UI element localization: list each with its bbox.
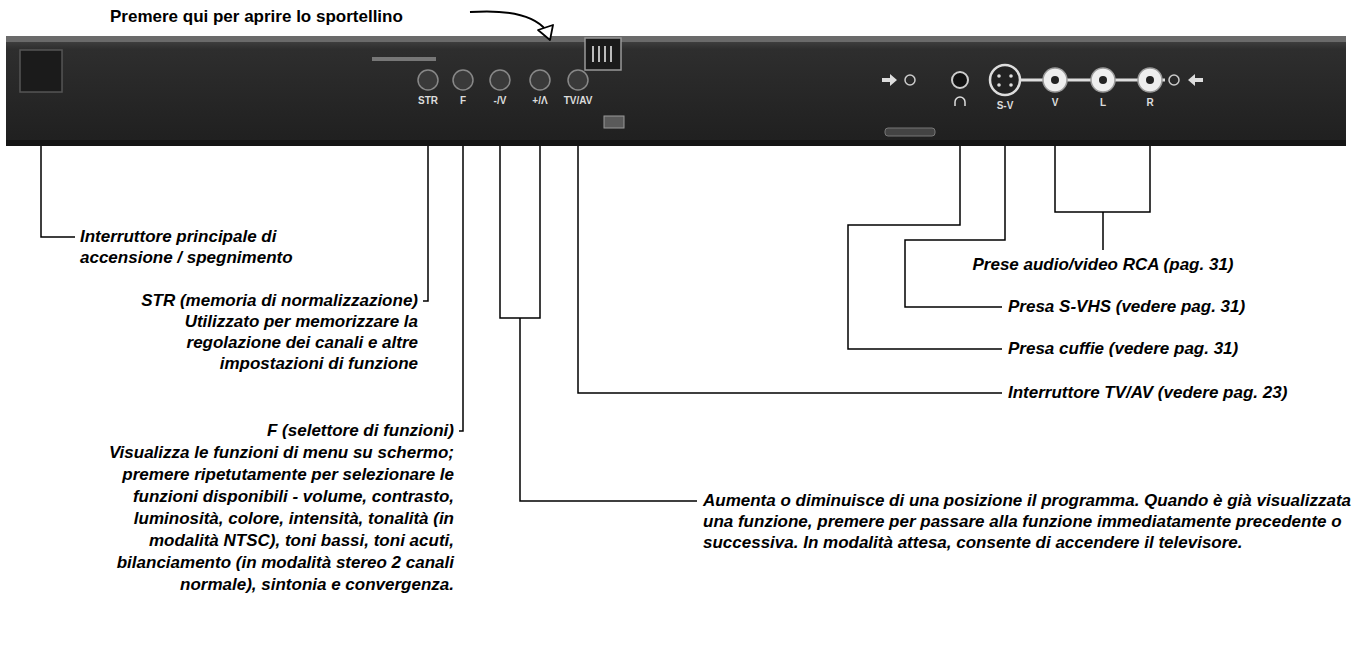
leader-line — [905, 146, 1005, 307]
panel-screw — [1169, 75, 1179, 85]
latch-grip — [593, 46, 611, 62]
power-switch — [20, 50, 62, 92]
leader-line — [459, 146, 463, 431]
panel-screw — [905, 75, 915, 85]
pointer-arrow — [470, 11, 546, 30]
output-arrow-icon — [1188, 74, 1203, 86]
jack-label: S-V — [997, 99, 1014, 112]
jack-label: L — [1100, 96, 1106, 109]
panel-top-edge — [6, 36, 1346, 42]
callout-text: Utilizzato per memorizzare la regolazion… — [123, 311, 418, 374]
button-label: -/V — [494, 94, 507, 107]
callout-text: Prese audio/video RCA (pag. 31) — [972, 254, 1233, 275]
button-label: +/Λ — [532, 94, 547, 107]
callout-heading: STR (memoria di normalizzazione) — [141, 290, 418, 311]
headphone-symbol — [955, 97, 965, 106]
button-label: STR — [418, 94, 438, 107]
panel-bottom-edge — [6, 140, 1346, 146]
button — [530, 70, 550, 90]
panel-slot — [885, 128, 935, 136]
callout-text: Interruttore TV/AV (vedere pag. 23) — [1008, 382, 1287, 403]
door-latch — [585, 38, 621, 70]
svideo-jack — [990, 65, 1020, 95]
leader-bracket — [500, 146, 697, 501]
button — [418, 70, 438, 90]
callout-text: Visualizza le funzioni di menu su scherm… — [69, 442, 454, 596]
jack-label: V — [1052, 96, 1059, 109]
button-label: TV/AV — [564, 94, 593, 107]
leader-bracket — [1055, 146, 1150, 250]
panel-catch — [604, 116, 624, 128]
instruction-callout: Premere qui per aprire lo sportellino — [110, 6, 403, 27]
callout-text: Presa S-VHS (vedere pag. 31) — [1008, 296, 1245, 317]
jack-label: R — [1146, 96, 1153, 109]
leader-line — [578, 146, 1002, 393]
button — [568, 70, 588, 90]
input-arrow-icon — [882, 74, 897, 86]
front-panel — [6, 36, 1346, 146]
leader-line — [423, 146, 428, 301]
callout-text: Aumenta o diminuisce di una posizione il… — [703, 490, 1353, 553]
headphone-jack — [952, 72, 968, 88]
callout-heading: F (selettore di funzioni) — [267, 420, 454, 442]
leader-line — [848, 146, 1002, 349]
leader-line — [41, 146, 75, 237]
control-buttons — [418, 70, 588, 90]
button-label: F — [460, 94, 466, 107]
svideo-pins — [997, 74, 1013, 87]
rca-jacks — [1043, 68, 1162, 92]
callout-text: Presa cuffie (vedere pag. 31) — [1008, 338, 1238, 359]
callout-text: Interruttore principale di accensione / … — [80, 226, 342, 268]
button — [453, 70, 473, 90]
button — [490, 70, 510, 90]
pointer-arrowhead — [538, 25, 553, 40]
panel-marking — [372, 57, 436, 61]
